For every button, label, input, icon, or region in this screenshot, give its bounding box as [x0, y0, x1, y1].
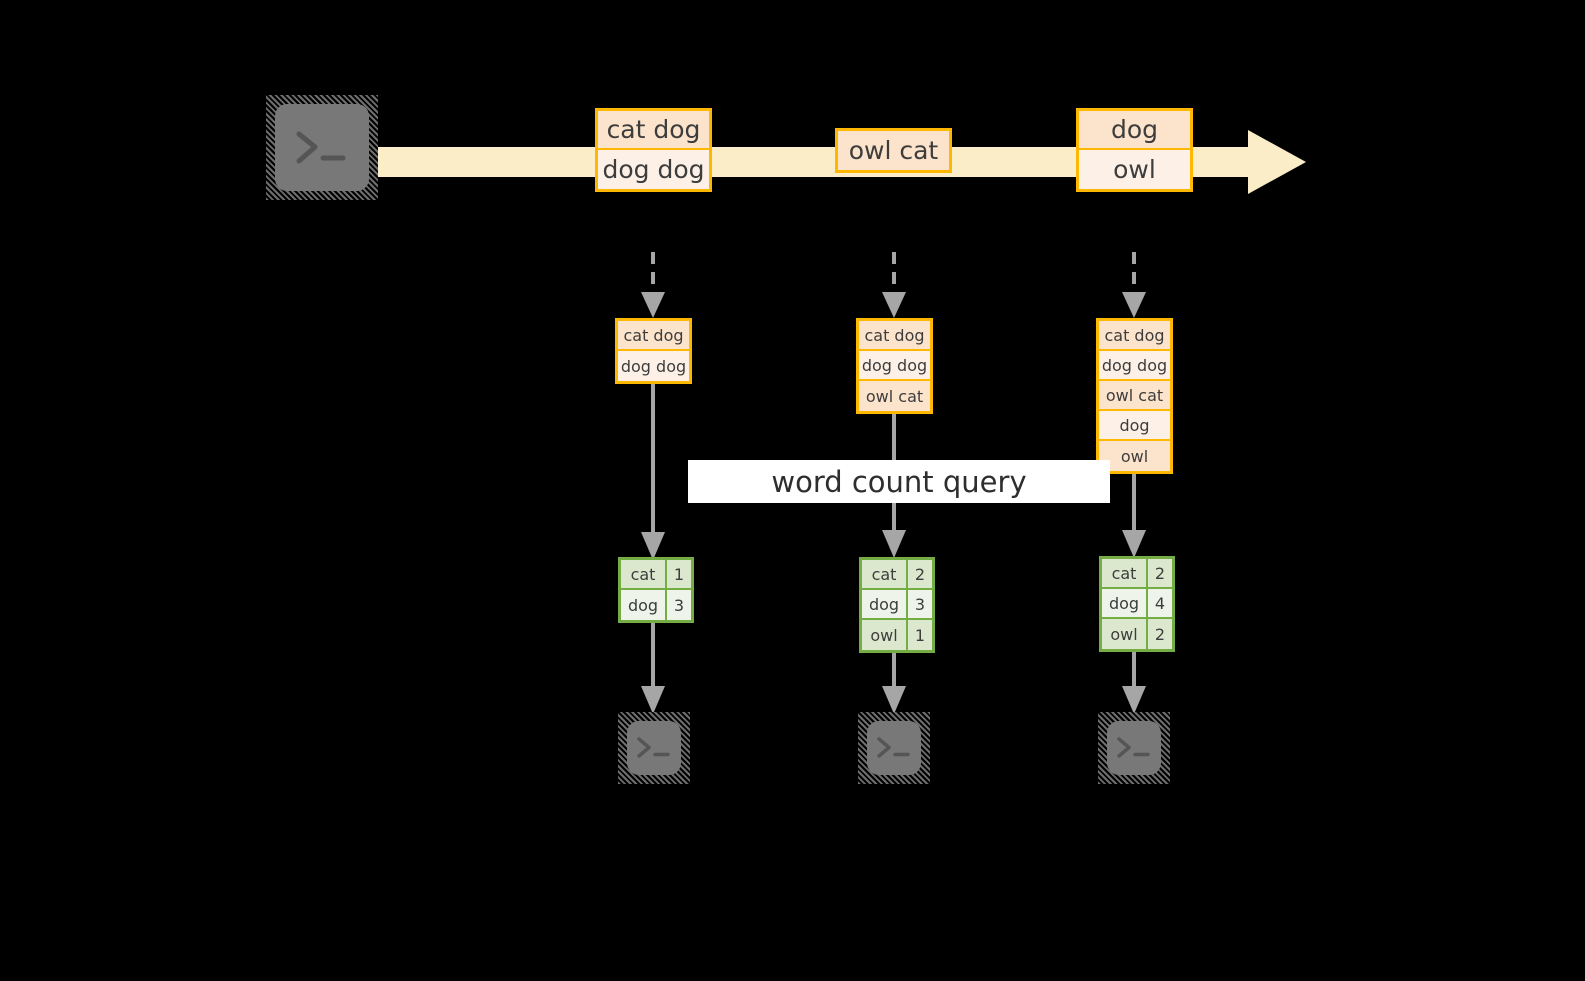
table-row: cat 2	[862, 560, 932, 590]
terminal-surface	[275, 104, 369, 191]
stream-event-line: dog dog	[598, 150, 709, 189]
terminal-prompt-glyph	[867, 721, 921, 775]
snapshot-row: dog dog	[859, 351, 930, 381]
terminal-prompt-glyph	[1107, 721, 1161, 775]
snapshot-row: owl cat	[859, 381, 930, 411]
snapshot-input-3[interactable]: cat dog dog dog owl cat dog owl	[1096, 318, 1173, 474]
sink-terminal-icon-2[interactable]	[858, 712, 930, 784]
stream-event-line: owl cat	[838, 131, 949, 170]
query-connector-3	[1118, 474, 1150, 560]
table-row: dog 3	[862, 590, 932, 620]
stream-event-line: owl	[1079, 150, 1190, 189]
sink-connector-3	[1118, 650, 1150, 716]
table-row: dog 3	[621, 590, 691, 620]
word-cell: dog	[862, 590, 908, 618]
word-cell: dog	[1102, 589, 1148, 617]
dashed-connector-1	[637, 252, 669, 320]
sink-terminal-icon-1[interactable]	[618, 712, 690, 784]
result-table-3[interactable]: cat 2 dog 4 owl 2	[1099, 556, 1175, 652]
dashed-connector-3	[1118, 252, 1150, 320]
word-cell: dog	[621, 590, 667, 620]
word-cell: cat	[621, 560, 667, 588]
stream-event-2[interactable]: owl cat	[835, 128, 952, 173]
count-cell: 2	[1148, 559, 1172, 587]
query-connector-1	[637, 382, 669, 562]
snapshot-input-1[interactable]: cat dog dog dog	[615, 318, 692, 384]
terminal-prompt-glyph	[275, 104, 369, 191]
dashed-connector-2	[878, 252, 910, 320]
table-row: owl 1	[862, 620, 932, 650]
table-row: cat 2	[1102, 559, 1172, 589]
word-cell: cat	[862, 560, 908, 588]
count-cell: 1	[908, 620, 932, 650]
snapshot-row: cat dog	[1099, 321, 1170, 351]
sink-connector-2	[878, 650, 910, 716]
table-row: dog 4	[1102, 589, 1172, 619]
table-row: cat 1	[621, 560, 691, 590]
snapshot-row: cat dog	[618, 321, 689, 351]
stream-event-1[interactable]: cat dog dog dog	[595, 108, 712, 192]
result-table-2[interactable]: cat 2 dog 3 owl 1	[859, 557, 935, 653]
count-cell: 2	[1148, 619, 1172, 649]
terminal-prompt-glyph	[627, 721, 681, 775]
stream-event-line: dog	[1079, 111, 1190, 150]
sink-terminal-icon-3[interactable]	[1098, 712, 1170, 784]
sink-connector-1	[637, 620, 669, 716]
result-table-1[interactable]: cat 1 dog 3	[618, 557, 694, 623]
snapshot-input-2[interactable]: cat dog dog dog owl cat	[856, 318, 933, 414]
table-row: owl 2	[1102, 619, 1172, 649]
snapshot-row: dog	[1099, 411, 1170, 441]
source-terminal-icon[interactable]	[266, 95, 378, 200]
stream-event-line: cat dog	[598, 111, 709, 150]
snapshot-row: owl cat	[1099, 381, 1170, 411]
stream-event-3[interactable]: dog owl	[1076, 108, 1193, 192]
word-cell: cat	[1102, 559, 1148, 587]
count-cell: 2	[908, 560, 932, 588]
snapshot-row: dog dog	[1099, 351, 1170, 381]
word-cell: owl	[1102, 619, 1148, 649]
snapshot-row: cat dog	[859, 321, 930, 351]
terminal-surface	[867, 721, 921, 775]
count-cell: 1	[667, 560, 691, 588]
query-label: word count query	[688, 460, 1110, 503]
snapshot-row: dog dog	[618, 351, 689, 381]
terminal-surface	[1107, 721, 1161, 775]
snapshot-row: owl	[1099, 441, 1170, 471]
count-cell: 3	[908, 590, 932, 618]
count-cell: 4	[1148, 589, 1172, 617]
count-cell: 3	[667, 590, 691, 620]
word-cell: owl	[862, 620, 908, 650]
terminal-surface	[627, 721, 681, 775]
